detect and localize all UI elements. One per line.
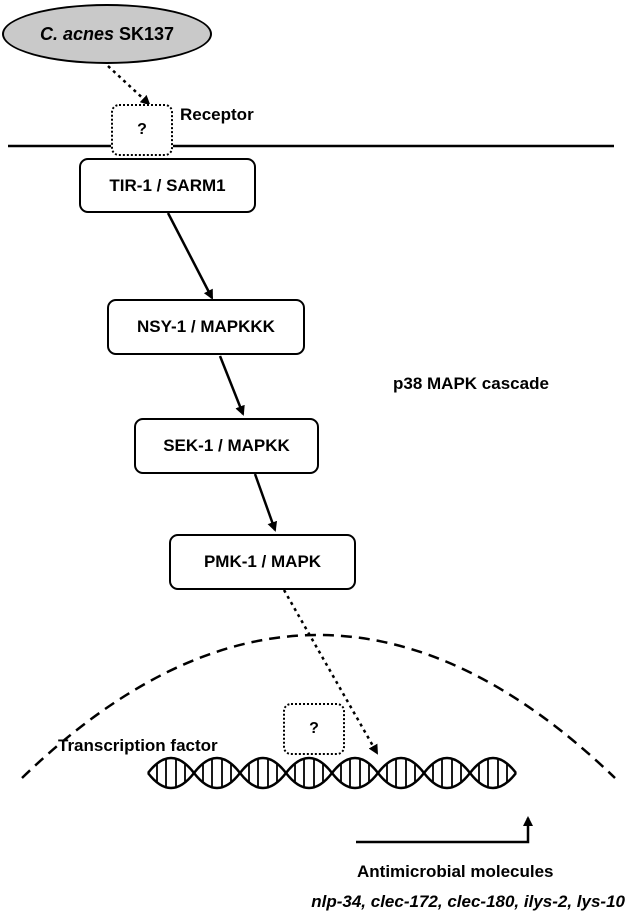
sek1-to-pmk1-arrow bbox=[253, 473, 278, 532]
tir1-to-nsy1-arrow bbox=[166, 212, 214, 300]
transcription-factor-question-mark: ? bbox=[309, 720, 319, 737]
bacterium-to-receptor-arrow bbox=[107, 65, 151, 106]
antimicrobial-gene-list: nlp-34, clec-172, clec-180, ilys-2, lys-… bbox=[311, 892, 625, 911]
node-pmk1-mapk: PMK-1 / MAPK bbox=[169, 534, 356, 590]
pmk1-to-dna-arrow bbox=[282, 589, 379, 755]
receptor-unknown-box: ? bbox=[111, 104, 173, 156]
transcription-start-arrow bbox=[356, 816, 533, 844]
node-nsy1-mapkkk: NSY-1 / MAPKKK bbox=[107, 299, 305, 355]
dna-helix bbox=[147, 756, 517, 790]
bacterium-strain: SK137 bbox=[119, 23, 175, 44]
nuclear-envelope bbox=[21, 633, 616, 779]
transcription-factor-label: Transcription factor bbox=[58, 736, 218, 755]
receptor-question-mark: ? bbox=[137, 121, 147, 138]
node-sek1-mapkk: SEK-1 / MAPKK bbox=[134, 418, 319, 474]
cascade-label: p38 MAPK cascade bbox=[393, 374, 549, 393]
node-tir1-sarm1: TIR-1 / SARM1 bbox=[79, 158, 256, 213]
antimicrobial-molecules-label: Antimicrobial molecules bbox=[357, 862, 554, 881]
transcription-factor-unknown-box: ? bbox=[283, 703, 345, 755]
bacterium-name: C. acnes bbox=[39, 23, 114, 44]
bacterium-c-acnes: C. acnes SK137 bbox=[2, 4, 212, 64]
nsy1-to-sek1-arrow bbox=[218, 355, 245, 416]
receptor-label: Receptor bbox=[180, 105, 254, 124]
